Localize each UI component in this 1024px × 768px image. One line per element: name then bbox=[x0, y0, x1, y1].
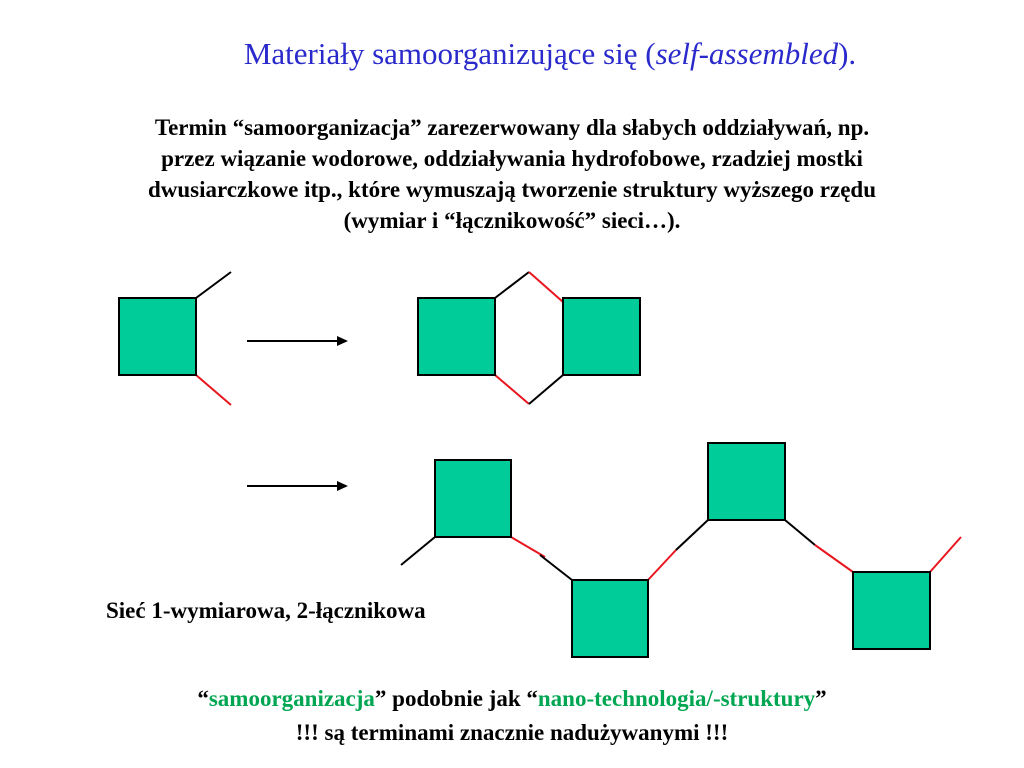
intro-line: Termin “samoorganizacja” zarezerwowany d… bbox=[154, 115, 870, 140]
link-black bbox=[195, 271, 232, 299]
unit-square bbox=[562, 297, 641, 376]
highlight-term: samoorganizacja bbox=[208, 686, 375, 711]
title-suffix: ). bbox=[838, 36, 857, 71]
link-black bbox=[784, 519, 816, 546]
intro-line: (wymiar i “łącznikowość” sieci…). bbox=[343, 208, 681, 233]
unit-square bbox=[417, 297, 496, 376]
link-red bbox=[510, 536, 546, 558]
quote-close: ” bbox=[815, 686, 827, 711]
unit-square bbox=[118, 297, 197, 376]
chain-caption: Sieć 1-wymiarowa, 2-łącznikowa bbox=[106, 598, 426, 623]
intro-paragraph: Termin “samoorganizacja” zarezerwowany d… bbox=[40, 112, 984, 236]
link-red bbox=[929, 536, 962, 573]
unit-square bbox=[571, 579, 649, 658]
link-black bbox=[539, 554, 573, 581]
dimer bbox=[417, 271, 641, 405]
intro-line: przez wiązanie wodorowe, oddziaływania h… bbox=[161, 146, 863, 171]
link-red bbox=[528, 271, 564, 303]
link-black bbox=[528, 374, 564, 405]
title-prefix: Materiały samoorganizujące się ( bbox=[243, 36, 656, 71]
title-italic-term: self-assembled bbox=[655, 36, 839, 71]
unit-square bbox=[707, 442, 786, 521]
link-black bbox=[494, 271, 530, 299]
link-red bbox=[195, 374, 232, 406]
unit-square bbox=[852, 571, 931, 650]
reaction-arrow-chain bbox=[247, 481, 348, 491]
quote-open: “ bbox=[197, 686, 209, 711]
link-red bbox=[814, 544, 854, 573]
intro-line: dwusiarczkowe itp., które wymuszają twor… bbox=[147, 177, 876, 202]
note-connector: ” podobnie jak “ bbox=[374, 686, 538, 711]
closing-note: “samoorganizacja” podobnie jak “nano-tec… bbox=[0, 682, 1024, 750]
unit-square bbox=[434, 459, 512, 538]
single-unit bbox=[118, 271, 232, 406]
slide-title: Materiały samoorganizujące się (self-ass… bbox=[0, 36, 1024, 72]
link-black bbox=[675, 519, 709, 551]
note-line-1: “samoorganizacja” podobnie jak “nano-tec… bbox=[0, 682, 1024, 716]
highlight-term: nano-technologia/-struktury bbox=[537, 686, 816, 711]
link-black bbox=[400, 536, 436, 566]
link-red bbox=[494, 374, 530, 405]
reaction-arrow-dimer bbox=[247, 336, 348, 346]
link-red bbox=[647, 549, 677, 581]
one-dimensional-chain bbox=[400, 442, 962, 658]
note-line-2: !!! są terminami znacznie nadużywanymi !… bbox=[295, 720, 729, 745]
